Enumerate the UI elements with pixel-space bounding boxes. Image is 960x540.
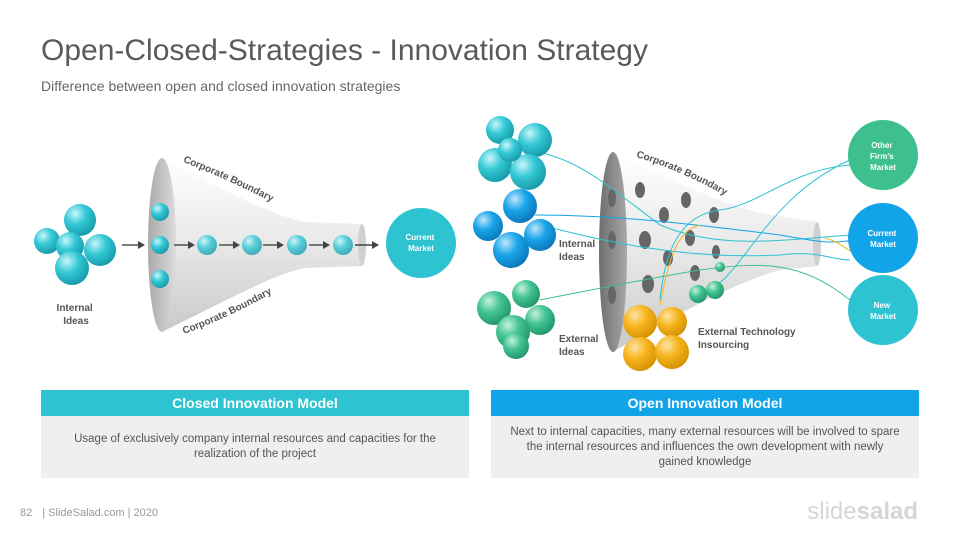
closed-internal-ideas-label: Internal Ideas: [57, 303, 96, 327]
svg-text:Current Market: Current Market: [405, 233, 436, 253]
closed-model-description: Usage of exclusively company internal re…: [41, 416, 469, 478]
open-model-title: Open Innovation Model: [491, 390, 919, 416]
small-green-ideas: [689, 262, 725, 303]
closed-funnel-ideas: [151, 203, 353, 288]
svg-text:Current Market: Current Market: [867, 229, 898, 249]
brand-logo: slidesalad: [807, 498, 918, 525]
footer: 82 | SlideSalad.com | 2020: [20, 507, 158, 519]
open-external-ideas-cluster: [477, 280, 555, 359]
open-external-ideas-label: External Ideas: [559, 334, 601, 358]
closed-model-title: Closed Innovation Model: [41, 390, 469, 416]
market-new: New Market: [848, 275, 918, 345]
funnel-openings: [608, 182, 720, 304]
page-subtitle: Difference between open and closed innov…: [41, 78, 401, 94]
open-connection-lines: [529, 149, 853, 306]
market-current: Current Market: [848, 203, 918, 273]
market-other-firms: Other Firm's Market: [848, 120, 918, 190]
open-internal-ideas-teal-cluster: [478, 116, 552, 190]
open-internal-ideas-blue-cluster: [473, 189, 556, 268]
external-technology-cluster: [623, 305, 689, 371]
closed-current-market: Current Market: [386, 208, 456, 278]
open-internal-ideas-label: Internal Ideas: [559, 239, 598, 263]
closed-internal-ideas-cluster: [34, 204, 116, 285]
external-technology-label: External Technology Insourcing: [698, 327, 798, 351]
open-model-description: Next to internal capacities, many extern…: [491, 416, 919, 478]
footer-site: | SlideSalad.com | 2020: [42, 507, 159, 519]
svg-text:New Market: New Market: [870, 301, 896, 321]
page-title: Open-Closed-Strategies - Innovation Stra…: [41, 34, 648, 67]
page-number: 82: [20, 507, 33, 519]
svg-text:Other Firm's Marke: Other Firm's Market: [870, 141, 896, 172]
closed-flow-arrows: [122, 241, 379, 249]
